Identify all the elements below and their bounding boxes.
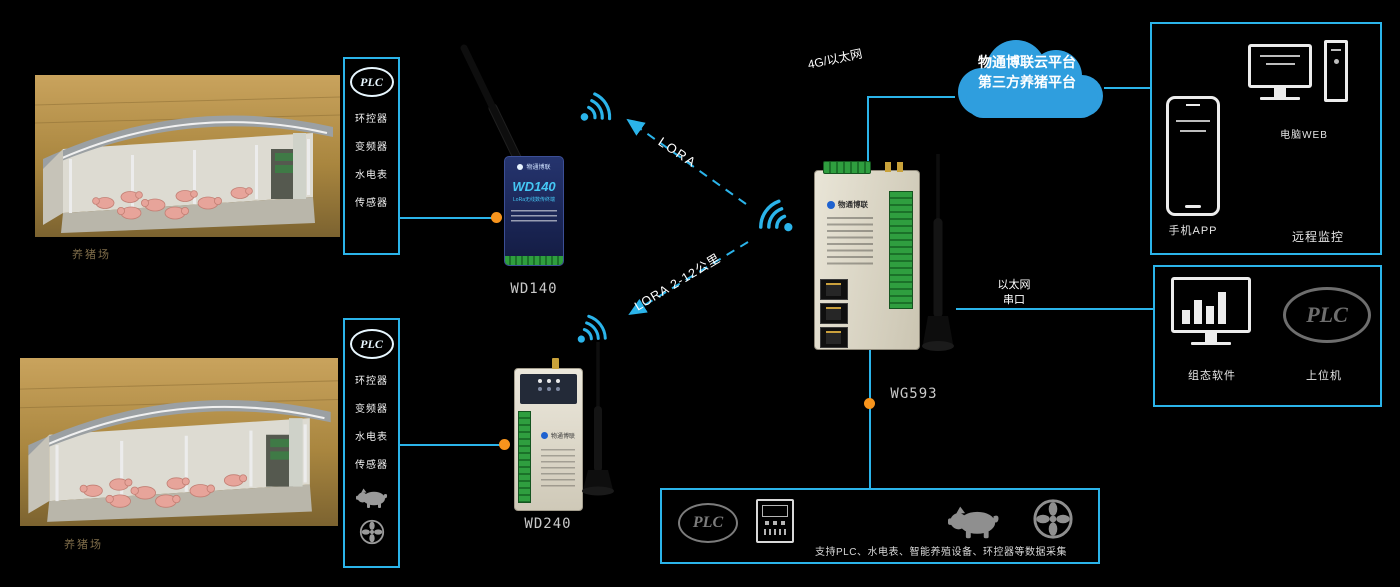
plc-logo: PLC [1283,287,1371,343]
plc-logo-text: PLC [360,336,383,351]
plc-logo-text: PLC [692,514,724,531]
junction-dot-wd240 [499,439,510,450]
cloud-platform-label: 物通博联云平台 第三方养猪平台 [948,52,1106,92]
wd140-device: 物通博联 WD140 LoRa无线数传终端 [504,156,564,266]
farm-caption-top: 养猪场 [72,249,111,261]
compatible-devices-caption: 支持PLC、水电表、智能养殖设备、环控器等数据采集 [815,547,1067,558]
wd240-led-panel [520,374,577,404]
cloud-icon [958,40,1103,118]
wg593-device: 物通博联 [814,161,920,350]
field-devices-box-bottom: PLC 环控器 变频器 水电表 传感器 [343,318,400,568]
cloud-platform-line2: 第三方养猪平台 [978,74,1076,90]
device-item-chuanganqi: 传感器 [355,460,388,471]
connector-wg593-to-cloud-horizontal [867,96,955,98]
wifi-signal-icon-wg593 [744,188,797,241]
phone-app-label: 手机APP [1168,225,1218,237]
ethernet-port-3 [820,327,848,348]
device-item-huankongqi: 环控器 [355,114,388,125]
wifi-signal-icon-wd140 [576,82,627,133]
connector-wg593-to-local-box [956,308,1153,310]
field-devices-box-top: PLC 环控器 变频器 水电表 传感器 [343,57,400,255]
connector-box-to-wd140 [400,217,497,219]
remote-monitor-caption: 远程监控 [1291,230,1344,244]
lora-link-label-bottom: LORA 2-12公里 [632,251,724,314]
brand-dot-icon [517,163,524,170]
cloud-platform-line1: 物通博联云平台 [978,54,1076,70]
connector-box-to-wd240 [400,444,505,446]
pc-web-label: 电脑WEB [1280,130,1328,141]
local-link-label-line2: 串口 [1003,294,1025,306]
plc-logo: PLC [678,503,738,543]
wifi-signal-icon-wd240 [573,305,618,350]
wg593-label-lines [827,217,873,269]
plc-logo: PLC [349,329,394,359]
wd240-device: 物通博联 [514,368,583,511]
meter-icon [756,499,794,543]
fan-icon [359,519,385,545]
wd240-text-lines [541,449,575,489]
wd140-screen-title: WD140 [512,179,556,194]
wg593-brand-row: 物通博联 [827,199,868,210]
device-item-chuanganqi: 传感器 [355,198,388,209]
local-monitor-box: PLC 组态软件 上位机 [1153,265,1382,407]
wd240-led-row-2 [520,387,577,391]
brand-dot-icon [541,432,548,439]
wg593-io-terminal [889,191,913,309]
scada-software-label: 组态软件 [1188,370,1236,382]
ethernet-port-1 [820,279,848,300]
wg593-sma-connector-2 [897,162,903,172]
wg593-antenna [922,154,954,351]
pig-icon [948,504,1000,540]
remote-monitor-box: 手机APP 电脑WEB 远程监控 [1150,22,1382,255]
local-link-label-line1: 以太网 [997,279,1031,291]
junction-dot-wd140 [491,212,502,223]
wan-link-label: 4G/以太网 [806,46,864,72]
compatible-devices-box: PLC 支持PLC、水电表、智能养殖设备、环控器等数据采集 [660,488,1100,564]
pig-farm-photo-top [35,75,340,237]
connector-wg593-to-bottom-box [869,350,871,488]
plc-logo-text: PLC [360,74,383,89]
wd240-brand: 物通博联 [551,434,576,440]
junction-dot-wg593 [864,398,875,409]
fan-icon [1032,498,1074,540]
ethernet-port-2 [820,303,848,324]
scada-monitor-icon [1171,277,1259,361]
device-item-bianpinqi: 变频器 [355,142,388,153]
device-item-huankongqi: 环控器 [355,376,388,387]
connector-cloud-to-remote-box [1104,87,1150,89]
wd240-led-row-1 [520,379,577,383]
wd240-terminal-block [518,411,531,503]
plc-logo: PLC [349,67,394,97]
connector-wg593-to-cloud-vertical [867,96,869,178]
wg593-brand: 物通博联 [838,200,868,209]
wg593-sma-connector-1 [885,162,891,172]
smartphone-icon [1166,96,1220,216]
wg593-top-terminal [823,161,871,174]
host-pc-label: 上位机 [1306,370,1342,382]
brand-dot-icon [827,200,835,209]
pig-farm-photo-bottom [20,358,338,526]
wd140-label: WD140 [510,281,558,297]
device-item-bianpinqi: 变频器 [355,404,388,415]
wd140-brand: 物通博联 [526,165,551,171]
plc-logo-text: PLC [1306,302,1348,327]
wd140-antenna [460,44,527,172]
farm-caption-bottom: 养猪场 [64,539,103,551]
device-item-shuidianbiao: 水电表 [355,170,388,181]
wd140-brand-row: 物通博联 [505,162,563,171]
wd240-antenna [582,342,614,496]
lora-link-label-top: LORA [655,134,700,171]
wg593-label: WG593 [890,386,938,402]
wd240-sma-connector [552,358,559,369]
computer-icon [1248,40,1358,124]
wd140-terminal-block [505,256,563,265]
pig-icon [356,487,388,509]
local-link-label: 以太网 串口 [968,278,1060,308]
device-item-shuidianbiao: 水电表 [355,432,388,443]
wd240-brand-row: 物通博联 [541,431,575,440]
wd140-text-lines [511,210,557,224]
wd240-label: WD240 [524,516,572,532]
wd140-screen-sub: LoRa无线数传终端 [513,197,555,203]
